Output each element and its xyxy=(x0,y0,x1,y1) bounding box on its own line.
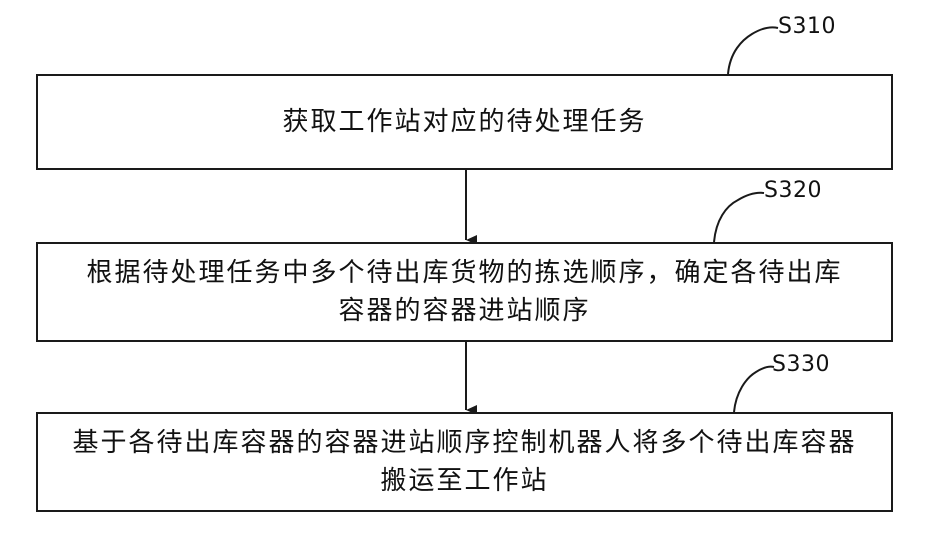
leader-curve-s310 xyxy=(728,27,778,74)
step-text-s310: 获取工作站对应的待处理任务 xyxy=(282,103,646,141)
step-label-s330: S330 xyxy=(772,352,830,377)
step-box-s310: 获取工作站对应的待处理任务 xyxy=(36,74,893,170)
leader-curve-s320 xyxy=(714,193,764,242)
step-label-s310: S310 xyxy=(778,14,836,39)
step-box-s320: 根据待处理任务中多个待出库货物的拣选顺序，确定各待出库 容器的容器进站顺序 xyxy=(36,242,893,342)
step-label-s320: S320 xyxy=(764,178,822,203)
leader-curve-s330 xyxy=(734,367,774,412)
step-box-s330: 基于各待出库容器的容器进站顺序控制机器人将多个待出库容器 搬运至工作站 xyxy=(36,412,893,512)
step-text-s330: 基于各待出库容器的容器进站顺序控制机器人将多个待出库容器 搬运至工作站 xyxy=(72,424,856,500)
step-text-s320: 根据待处理任务中多个待出库货物的拣选顺序，确定各待出库 容器的容器进站顺序 xyxy=(86,254,842,330)
